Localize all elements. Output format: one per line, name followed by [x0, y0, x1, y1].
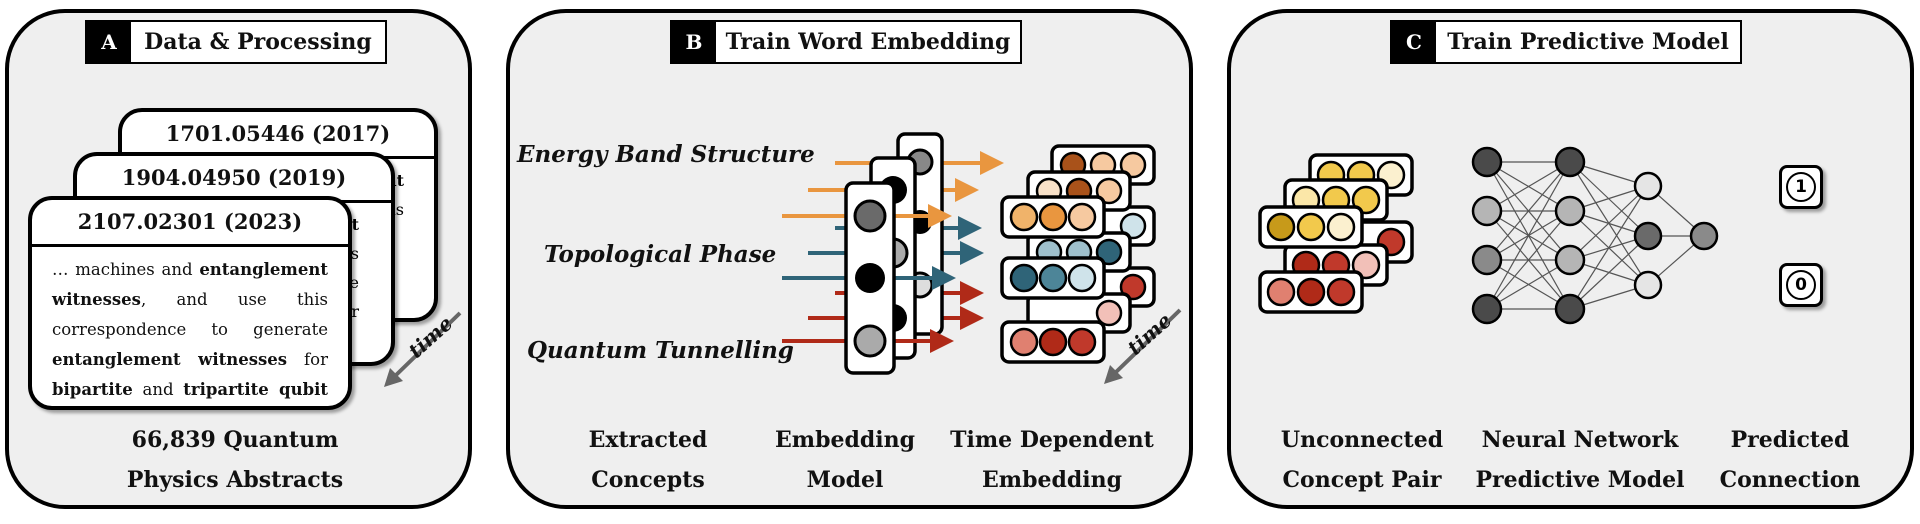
panel-c-header: C Train Predictive Model [1390, 20, 1742, 64]
panel-b-header: B Train Word Embedding [670, 20, 1022, 64]
concept-quantum-tunnelling: Quantum Tunnelling [527, 337, 794, 364]
prediction-value: 0 [1786, 270, 1816, 300]
abstract-text: … machines and entanglement witnesses, a… [52, 260, 328, 399]
prediction-output-0: 0 [1779, 263, 1823, 307]
panel-c-letter: C [1392, 22, 1436, 62]
panel-c-title: Train Predictive Model [1447, 29, 1729, 55]
abstract-card-id: 2107.02301 (2023) [32, 200, 348, 247]
prediction-value: 1 [1786, 172, 1816, 202]
prediction-output-1: 1 [1779, 165, 1823, 209]
panel-b-letter: B [672, 22, 716, 62]
abstract-card-2023: 2107.02301 (2023) … machines and entangl… [28, 196, 352, 410]
concept-topological-phase: Topological Phase [544, 241, 777, 268]
panel-a-header: A Data & Processing [85, 20, 387, 64]
panel-a-title: Data & Processing [144, 29, 372, 55]
concept-energy-band-structure: Energy Band Structure [517, 141, 815, 168]
panel-a-letter: A [87, 22, 131, 62]
panel-a-caption: 66,839 Quantum Physics Abstracts [126, 427, 344, 493]
panel-b-title: Train Word Embedding [725, 29, 1011, 55]
